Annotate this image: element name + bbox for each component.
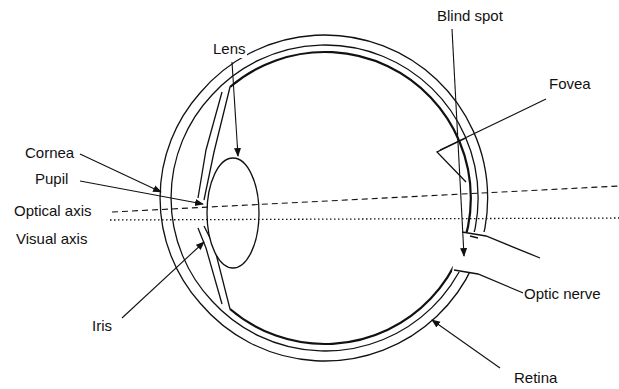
blind-spot-label: Blind spot — [436, 7, 504, 25]
optical-axis-label: Optical axis — [13, 202, 93, 220]
lens-label: Lens — [212, 40, 247, 58]
iris-label: Iris — [91, 317, 113, 335]
visual-axis-label: Visual axis — [15, 230, 88, 248]
fovea-label: Fovea — [548, 75, 592, 93]
retina-label: Retina — [513, 369, 558, 387]
cornea-label: Cornea — [24, 144, 75, 162]
optic-nerve-label: Optic nerve — [523, 285, 602, 303]
pupil-label: Pupil — [34, 170, 69, 188]
